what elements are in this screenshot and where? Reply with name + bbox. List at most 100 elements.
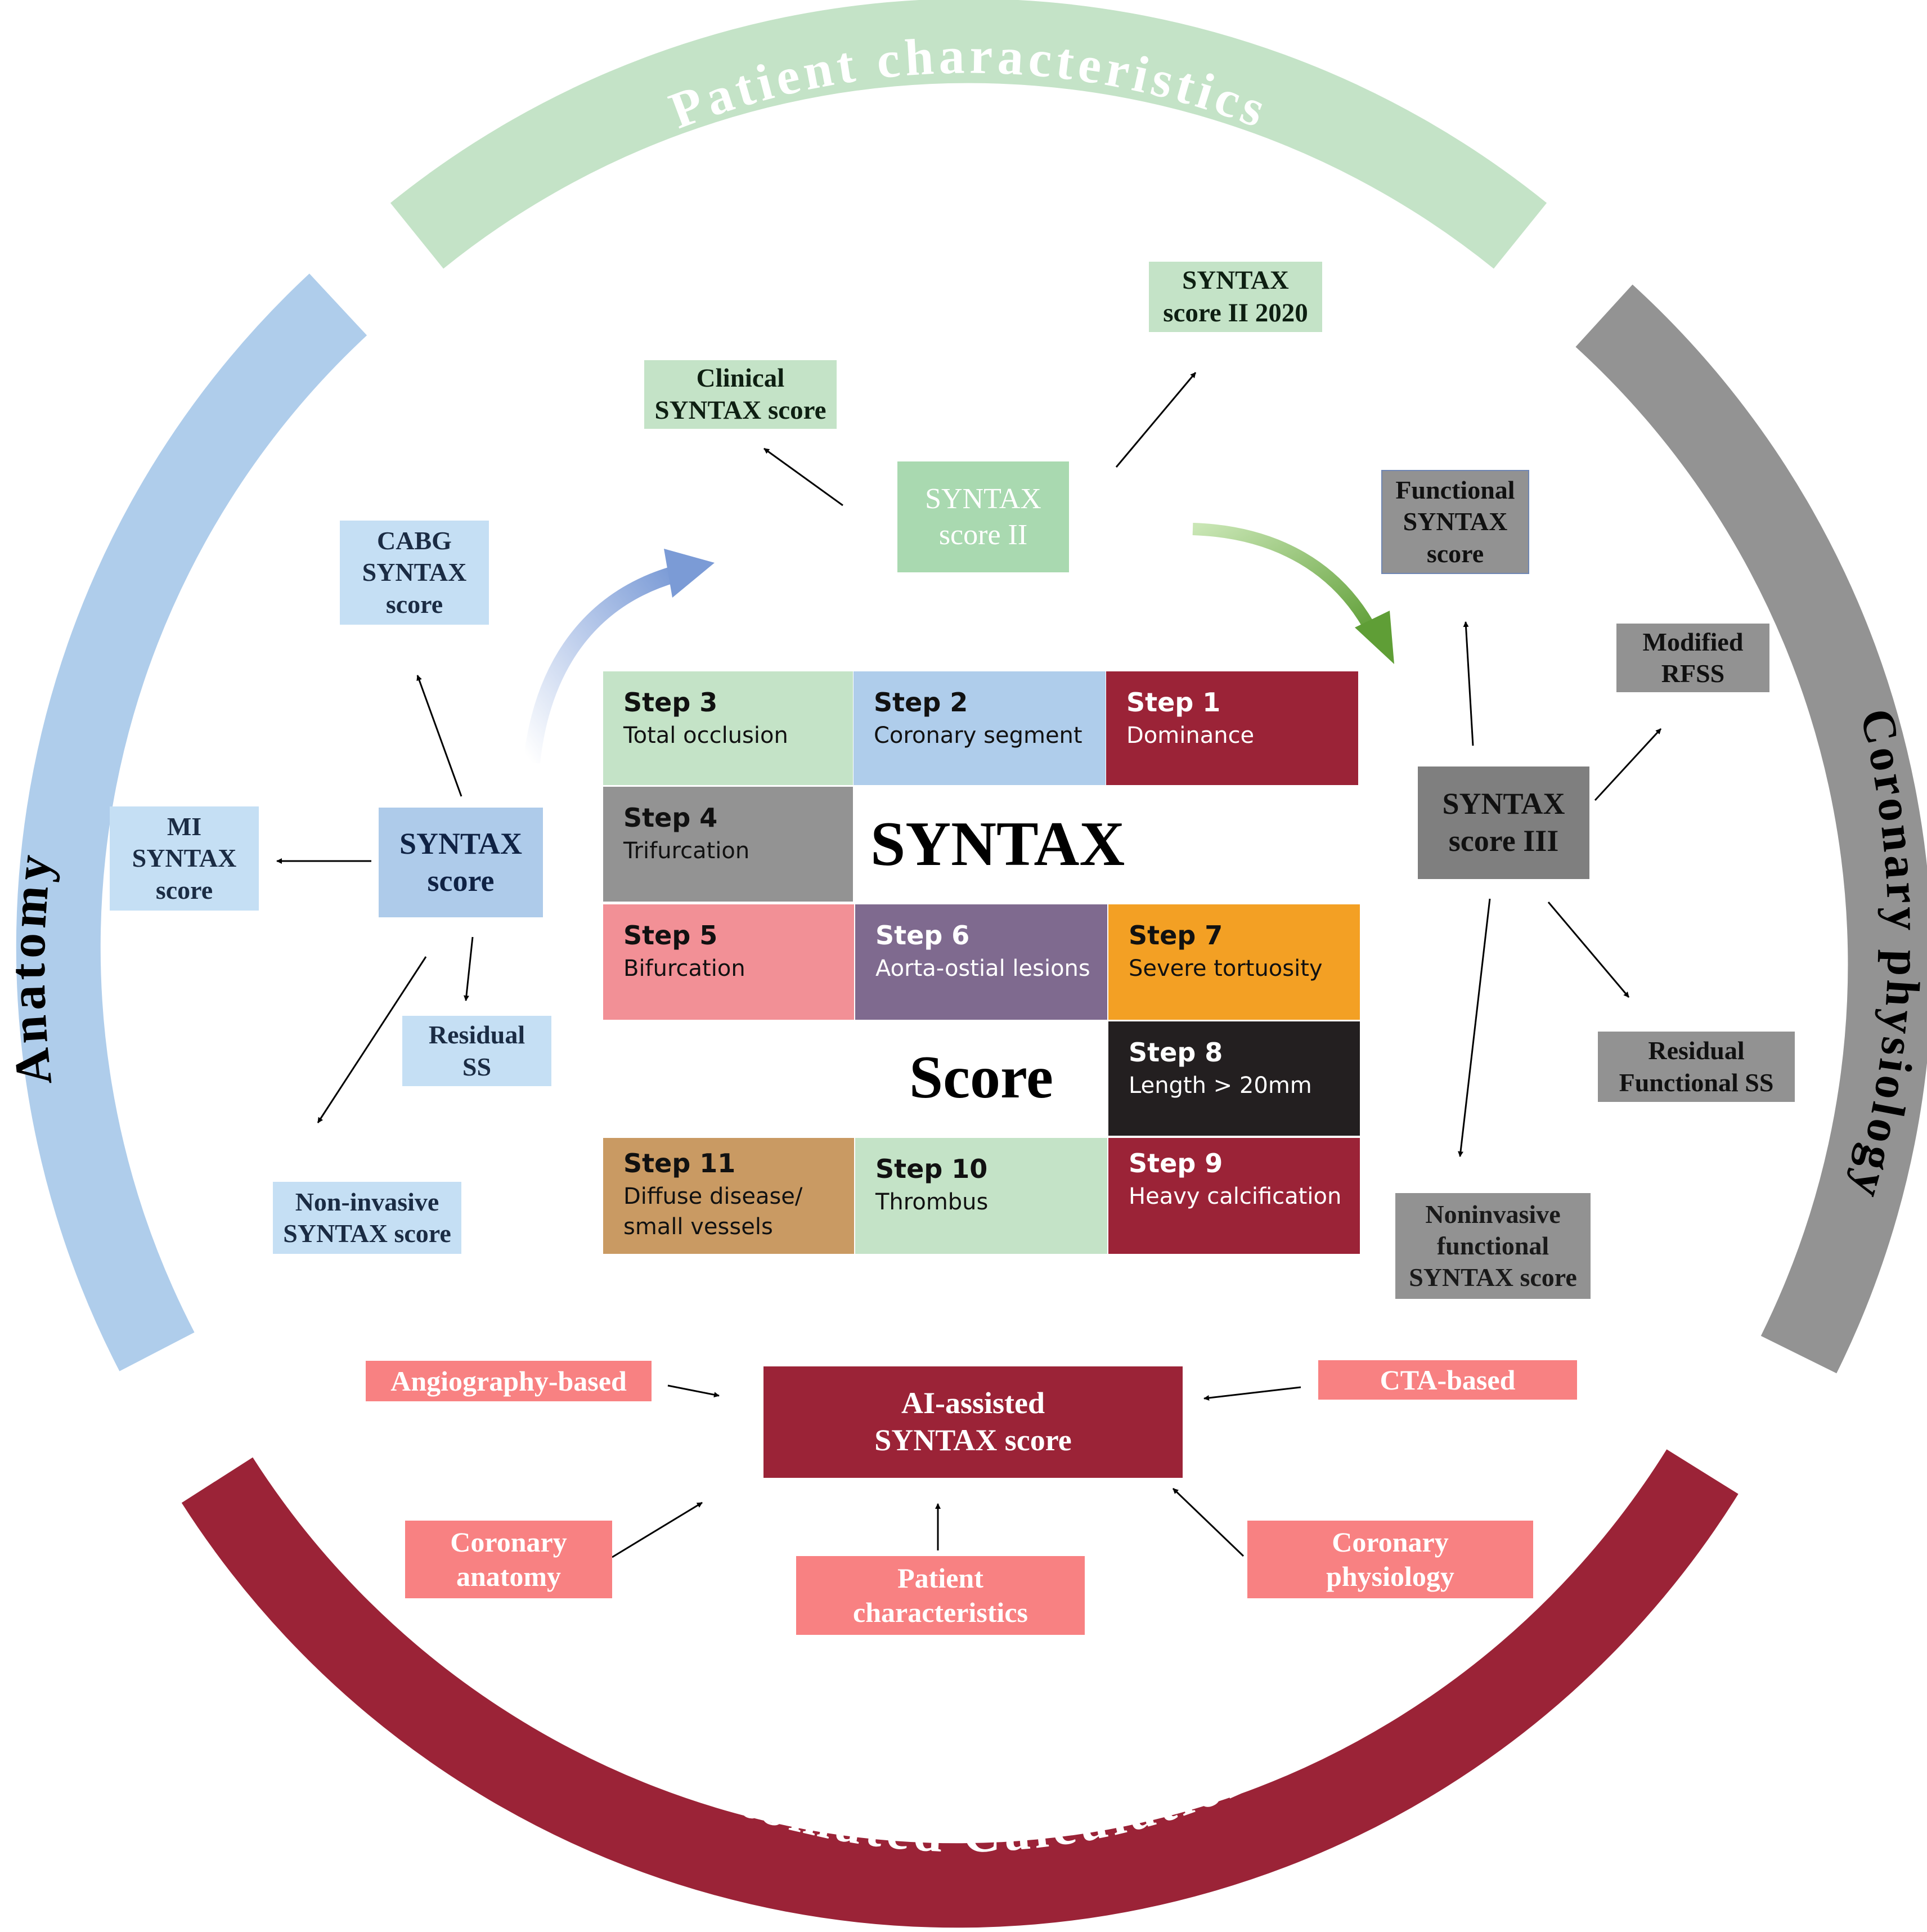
- box-line: Coronary: [1332, 1526, 1449, 1558]
- box-line: Functional SS: [1619, 1068, 1774, 1097]
- step-title: Step 7: [1129, 920, 1223, 951]
- step-desc: Severe tortuosity: [1129, 956, 1323, 982]
- step-5-cell: Step 5 Bifurcation: [603, 904, 854, 1020]
- box-line: Noninvasive: [1425, 1199, 1561, 1229]
- arrow-from-coronary-anatomy: [612, 1501, 703, 1558]
- box-line: SYNTAX: [925, 483, 1041, 516]
- noninvasive-syntax-score-box: Non-invasive SYNTAX score: [273, 1182, 461, 1254]
- box-line: Angiography-based: [390, 1365, 627, 1397]
- syntax-score-ii-box: SYNTAX score II: [897, 461, 1069, 572]
- box-line: score II: [938, 518, 1028, 551]
- center-syntax-label: SYNTAX: [870, 809, 1125, 879]
- noninvasive-functional-syntax-score-box: Noninvasive functional SYNTAX score: [1395, 1193, 1591, 1299]
- step-desc: Bifurcation: [623, 956, 745, 982]
- box-line: CABG: [377, 526, 452, 555]
- step-8-cell: Step 8 Length > 20mm: [1108, 1021, 1360, 1136]
- step-desc: Length > 20mm: [1129, 1073, 1312, 1099]
- box-line: anatomy: [456, 1561, 562, 1592]
- step-3-cell: Step 3 Total occlusion: [603, 671, 853, 785]
- arrow-to-functional: [1463, 621, 1474, 746]
- connector-arrows: [276, 372, 1662, 1558]
- cabg-syntax-score-box: CABG SYNTAX score: [340, 521, 489, 625]
- step-6-cell: Step 6 Aorta-ostial lesions: [855, 904, 1107, 1020]
- arrow-to-ii2020: [1115, 372, 1197, 468]
- box-line: SYNTAX: [1403, 507, 1508, 536]
- box-line: Residual: [1648, 1036, 1745, 1065]
- coronary-physiology-box: Coronary physiology: [1247, 1521, 1533, 1598]
- box-line: CTA-based: [1380, 1364, 1516, 1396]
- coronary-anatomy-box: Coronary anatomy: [405, 1521, 612, 1598]
- step-title: Step 4: [623, 803, 718, 833]
- box-line: SYNTAX score: [654, 396, 827, 425]
- step-desc: Aorta-ostial lesions: [875, 956, 1090, 982]
- arrow-to-residual-ss: [463, 936, 474, 1001]
- step-title: Step 3: [623, 687, 718, 718]
- syntax-score-iii-box: SYNTAX score III: [1418, 766, 1589, 879]
- box-line: score III: [1448, 824, 1559, 858]
- box-line: Functional: [1395, 476, 1515, 505]
- box-line: SYNTAX: [399, 826, 523, 860]
- step-1-cell: Step 1 Dominance: [1106, 671, 1358, 785]
- arrow-to-rfss: [1594, 728, 1662, 801]
- ai-assisted-syntax-score-box: AI-assisted SYNTAX score: [763, 1366, 1183, 1478]
- residual-ss-box: Residual SS: [402, 1016, 551, 1086]
- step-10-cell: Step 10 Thrombus: [855, 1138, 1107, 1254]
- box-line: Modified: [1642, 627, 1744, 656]
- angiography-based-box: Angiography-based: [366, 1361, 652, 1401]
- patient-characteristics-box: Patient characteristics: [796, 1556, 1085, 1635]
- curved-arrow-head-green: [1355, 611, 1394, 664]
- box-line: SS: [462, 1052, 492, 1081]
- box-line: score: [385, 589, 443, 618]
- step-title: Step 1: [1126, 687, 1221, 718]
- step-2-cell: Step 2 Coronary segment: [854, 671, 1106, 785]
- box-line: score II 2020: [1163, 298, 1308, 328]
- step-title: Step 6: [875, 920, 970, 951]
- step-desc: Trifurcation: [623, 838, 750, 864]
- arrow-to-cabg: [416, 675, 462, 797]
- box-line: MI: [167, 812, 202, 841]
- step-4-cell: Step 4 Trifurcation: [603, 787, 853, 902]
- step-desc: Coronary segment: [874, 723, 1082, 749]
- step-title: Step 9: [1129, 1148, 1223, 1178]
- box-line: AI-assisted: [901, 1386, 1045, 1420]
- arrow-from-cta: [1203, 1386, 1301, 1401]
- step-title: Step 10: [875, 1154, 988, 1184]
- curved-arrow-to-score-ii: [523, 566, 678, 764]
- step-desc: Dominance: [1126, 723, 1255, 749]
- box-line: SYNTAX: [1442, 787, 1565, 821]
- arrow-from-coronary-physiology: [1172, 1487, 1245, 1557]
- box-line: SYNTAX: [1182, 266, 1289, 295]
- arrow-from-angio: [667, 1384, 720, 1398]
- curved-arrow-head-blue: [664, 549, 715, 598]
- box-line: characteristics: [853, 1597, 1028, 1628]
- box-line: SYNTAX score: [1409, 1263, 1577, 1292]
- ring-segment-bottom: [181, 1449, 1739, 1928]
- arrow-to-residual-functional: [1547, 902, 1630, 998]
- box-line: Residual: [428, 1020, 525, 1050]
- step-7-cell: Step 7 Severe tortuosity: [1108, 904, 1360, 1020]
- box-line: physiology: [1326, 1561, 1454, 1592]
- step-desc: Diffuse disease/ small vessels: [623, 1184, 803, 1240]
- box-line: SYNTAX: [362, 558, 467, 587]
- box-line: RFSS: [1661, 659, 1725, 688]
- arrow-to-noninvasive: [317, 956, 427, 1123]
- functional-syntax-score-box: Functional SYNTAX score: [1381, 470, 1529, 574]
- step-desc: Total occlusion: [623, 723, 788, 749]
- arrow-to-clinical: [763, 447, 843, 506]
- ring-segment-left: [16, 274, 367, 1371]
- box-line: SYNTAX score: [283, 1219, 451, 1248]
- step-11-cell: Step 11 Diffuse disease/ small vessels: [603, 1138, 854, 1254]
- step-title: Step 5: [623, 920, 718, 951]
- syntax-score-ii-2020-box: SYNTAX score II 2020: [1149, 262, 1322, 332]
- step-9-cell: Step 9 Heavy calcification: [1108, 1138, 1360, 1254]
- step-desc: Heavy calcification: [1129, 1184, 1342, 1210]
- ring-label-left: Anatomy: [0, 848, 63, 1088]
- box-line: Non-invasive: [295, 1187, 439, 1216]
- step-title: Step 8: [1129, 1037, 1223, 1068]
- box-line: SYNTAX: [132, 844, 237, 873]
- box-line: SYNTAX score: [874, 1423, 1072, 1457]
- box-line: Clinical: [696, 363, 785, 393]
- box-line: score: [427, 863, 495, 898]
